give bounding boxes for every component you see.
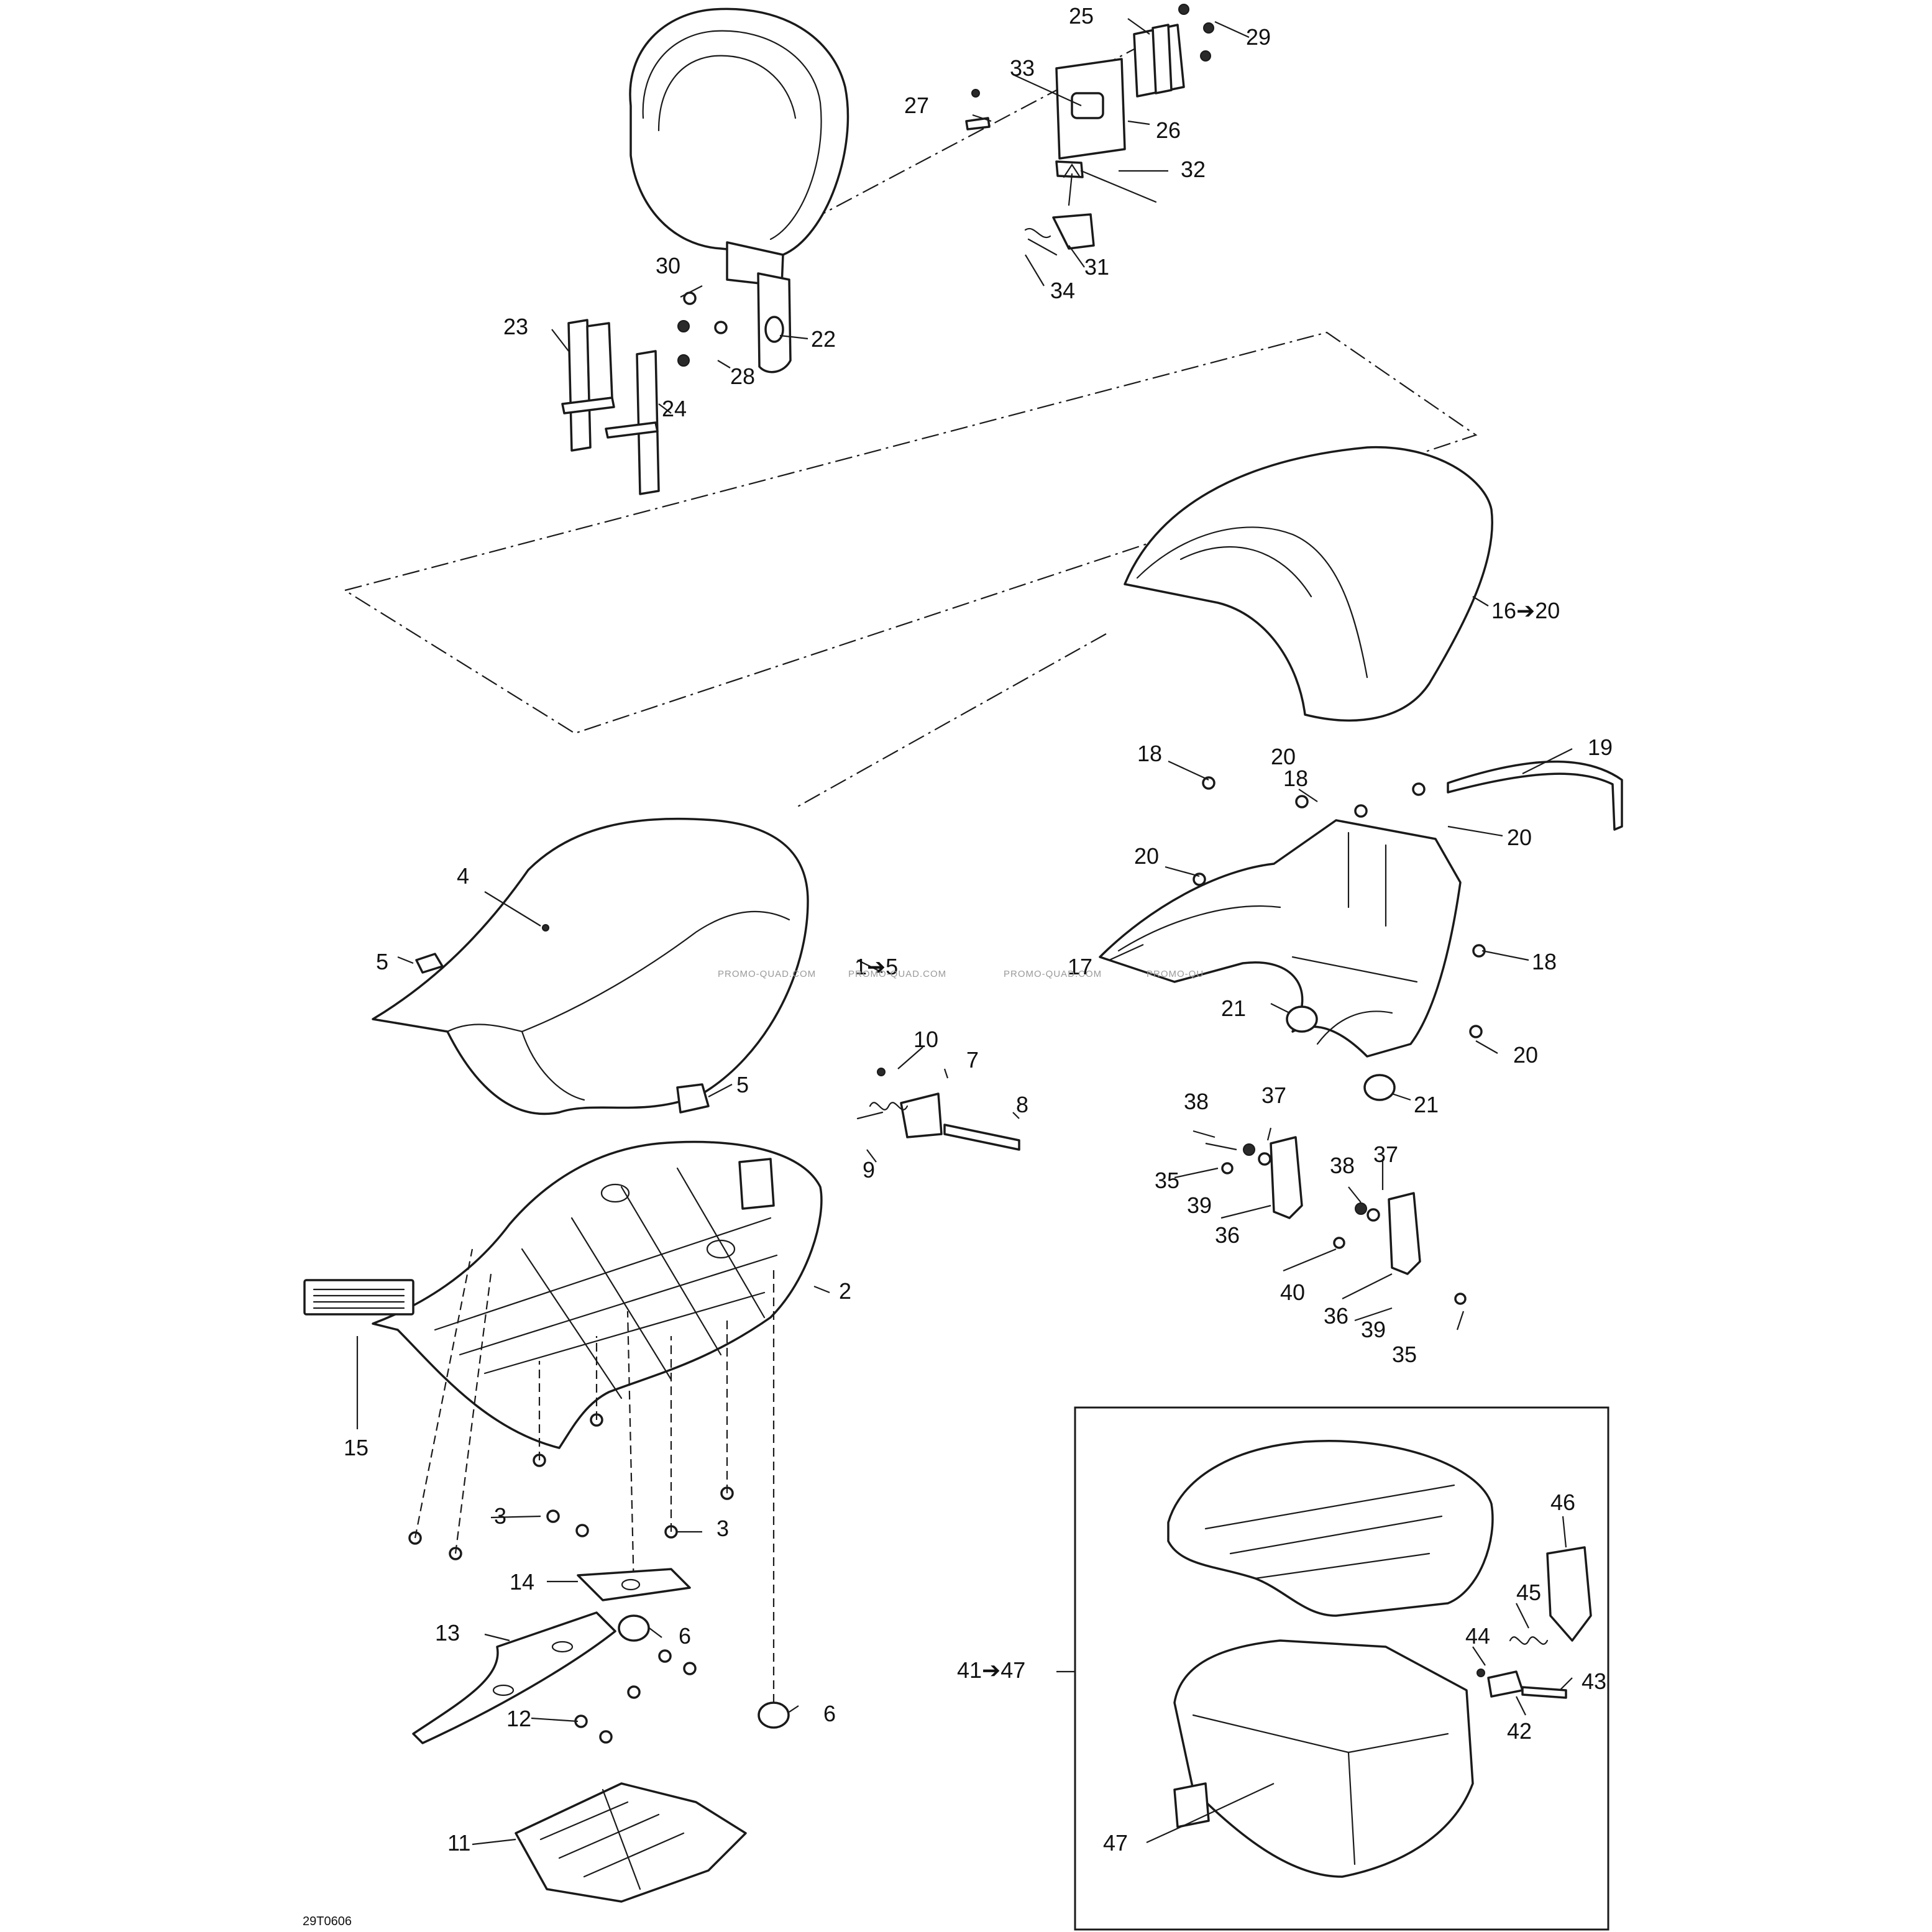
callout-38-a: 38	[1184, 1089, 1209, 1114]
backrest-supports	[561, 291, 728, 495]
callout-6-b: 6	[823, 1701, 836, 1726]
callout-13: 13	[435, 1620, 460, 1646]
callout-39-a: 39	[1187, 1193, 1212, 1218]
callout-20-c: 20	[1134, 843, 1159, 869]
callout-5-a: 5	[376, 949, 388, 974]
callout-18-b: 18	[1283, 766, 1308, 791]
callout-45: 45	[1516, 1580, 1541, 1605]
callout-31: 31	[1084, 254, 1109, 280]
callout-labels: 25 29 33 27 26 32 31 34 30 22 23 28 24 1…	[344, 3, 1613, 1856]
callout-33: 33	[1010, 55, 1035, 81]
seat-pan-fasteners	[408, 1248, 775, 1703]
callout-1to5: 1➔5	[854, 954, 898, 979]
callout-46: 46	[1550, 1490, 1575, 1515]
callout-38-b: 38	[1330, 1153, 1355, 1178]
seat-pan	[372, 1068, 1020, 1449]
passenger-seat-base	[1099, 819, 1462, 1058]
watermark-text-1: PROMO-QUAD.COM	[718, 969, 816, 979]
callout-25: 25	[1069, 3, 1094, 29]
storage-box	[1167, 1440, 1592, 1878]
drawing-code: 29T0606	[303, 1915, 352, 1928]
callout-20-d: 20	[1513, 1042, 1538, 1068]
watermark: PROMO-QUAD.COM PROMO-QUAD.COM PROMO-QUAD…	[718, 969, 1204, 979]
latch-plate-assembly	[965, 4, 1214, 256]
callout-20-a: 20	[1271, 744, 1296, 769]
callout-12: 12	[506, 1706, 531, 1731]
callout-39-b: 39	[1361, 1317, 1386, 1342]
callout-16to20: 16➔20	[1491, 598, 1560, 623]
callout-35-a: 35	[1155, 1168, 1179, 1193]
callout-23: 23	[503, 314, 528, 339]
callout-41to47: 41➔47	[957, 1657, 1025, 1683]
seat-pads	[412, 1568, 790, 1744]
hinge-posts	[1221, 1136, 1467, 1305]
callout-leaders	[356, 18, 1573, 1846]
watermark-text-4: PROMO-QU	[1147, 969, 1204, 979]
callout-18-a: 18	[1137, 741, 1162, 766]
callout-21-a: 21	[1221, 996, 1246, 1021]
callout-15: 15	[344, 1435, 369, 1460]
passenger-seat	[1124, 446, 1493, 722]
callout-24: 24	[662, 396, 687, 421]
callout-5-b: 5	[736, 1072, 749, 1097]
callout-28: 28	[730, 364, 755, 389]
callout-9: 9	[863, 1157, 875, 1183]
callout-17: 17	[1068, 954, 1092, 979]
seat-base-fasteners	[1193, 760, 1623, 1101]
callout-8: 8	[1016, 1092, 1028, 1117]
backrest	[629, 7, 849, 373]
watermark-text-3: PROMO-QUAD.COM	[1004, 969, 1102, 979]
callout-18-c: 18	[1532, 949, 1557, 974]
callout-11: 11	[447, 1830, 470, 1856]
callout-2: 2	[839, 1278, 851, 1304]
assembly-dash-lines	[343, 30, 1478, 808]
callout-3-b: 3	[716, 1516, 729, 1541]
callout-43: 43	[1582, 1669, 1606, 1694]
callout-29: 29	[1246, 24, 1271, 50]
callout-35-b: 35	[1392, 1342, 1417, 1367]
callout-40: 40	[1280, 1280, 1305, 1305]
callout-37-a: 37	[1261, 1083, 1286, 1108]
watermark-text-2: PROMO-QUAD.COM	[848, 969, 946, 979]
callout-26: 26	[1156, 117, 1181, 143]
callout-3-a: 3	[494, 1503, 506, 1529]
callout-36-a: 36	[1215, 1222, 1240, 1248]
callout-22: 22	[811, 326, 836, 352]
callout-20-b: 20	[1507, 825, 1532, 850]
callout-6-a: 6	[679, 1623, 691, 1649]
bottom-plate	[515, 1649, 747, 1903]
callout-30: 30	[656, 253, 680, 278]
callout-44: 44	[1465, 1623, 1490, 1649]
callout-7: 7	[966, 1047, 979, 1073]
callout-42: 42	[1507, 1718, 1532, 1744]
callout-37-b: 37	[1373, 1142, 1398, 1167]
driver-seat	[372, 817, 809, 1115]
callout-27: 27	[904, 93, 929, 118]
callout-34: 34	[1050, 278, 1075, 303]
callout-4: 4	[457, 863, 469, 889]
callout-21-b: 21	[1414, 1092, 1439, 1117]
callout-47: 47	[1103, 1830, 1128, 1856]
callout-32: 32	[1181, 157, 1206, 182]
inset-frame	[1074, 1406, 1609, 1931]
warning-label	[303, 1279, 414, 1316]
callout-19: 19	[1588, 735, 1613, 760]
callout-36-b: 36	[1324, 1303, 1348, 1329]
callout-10: 10	[913, 1027, 938, 1052]
callout-14: 14	[510, 1569, 534, 1595]
